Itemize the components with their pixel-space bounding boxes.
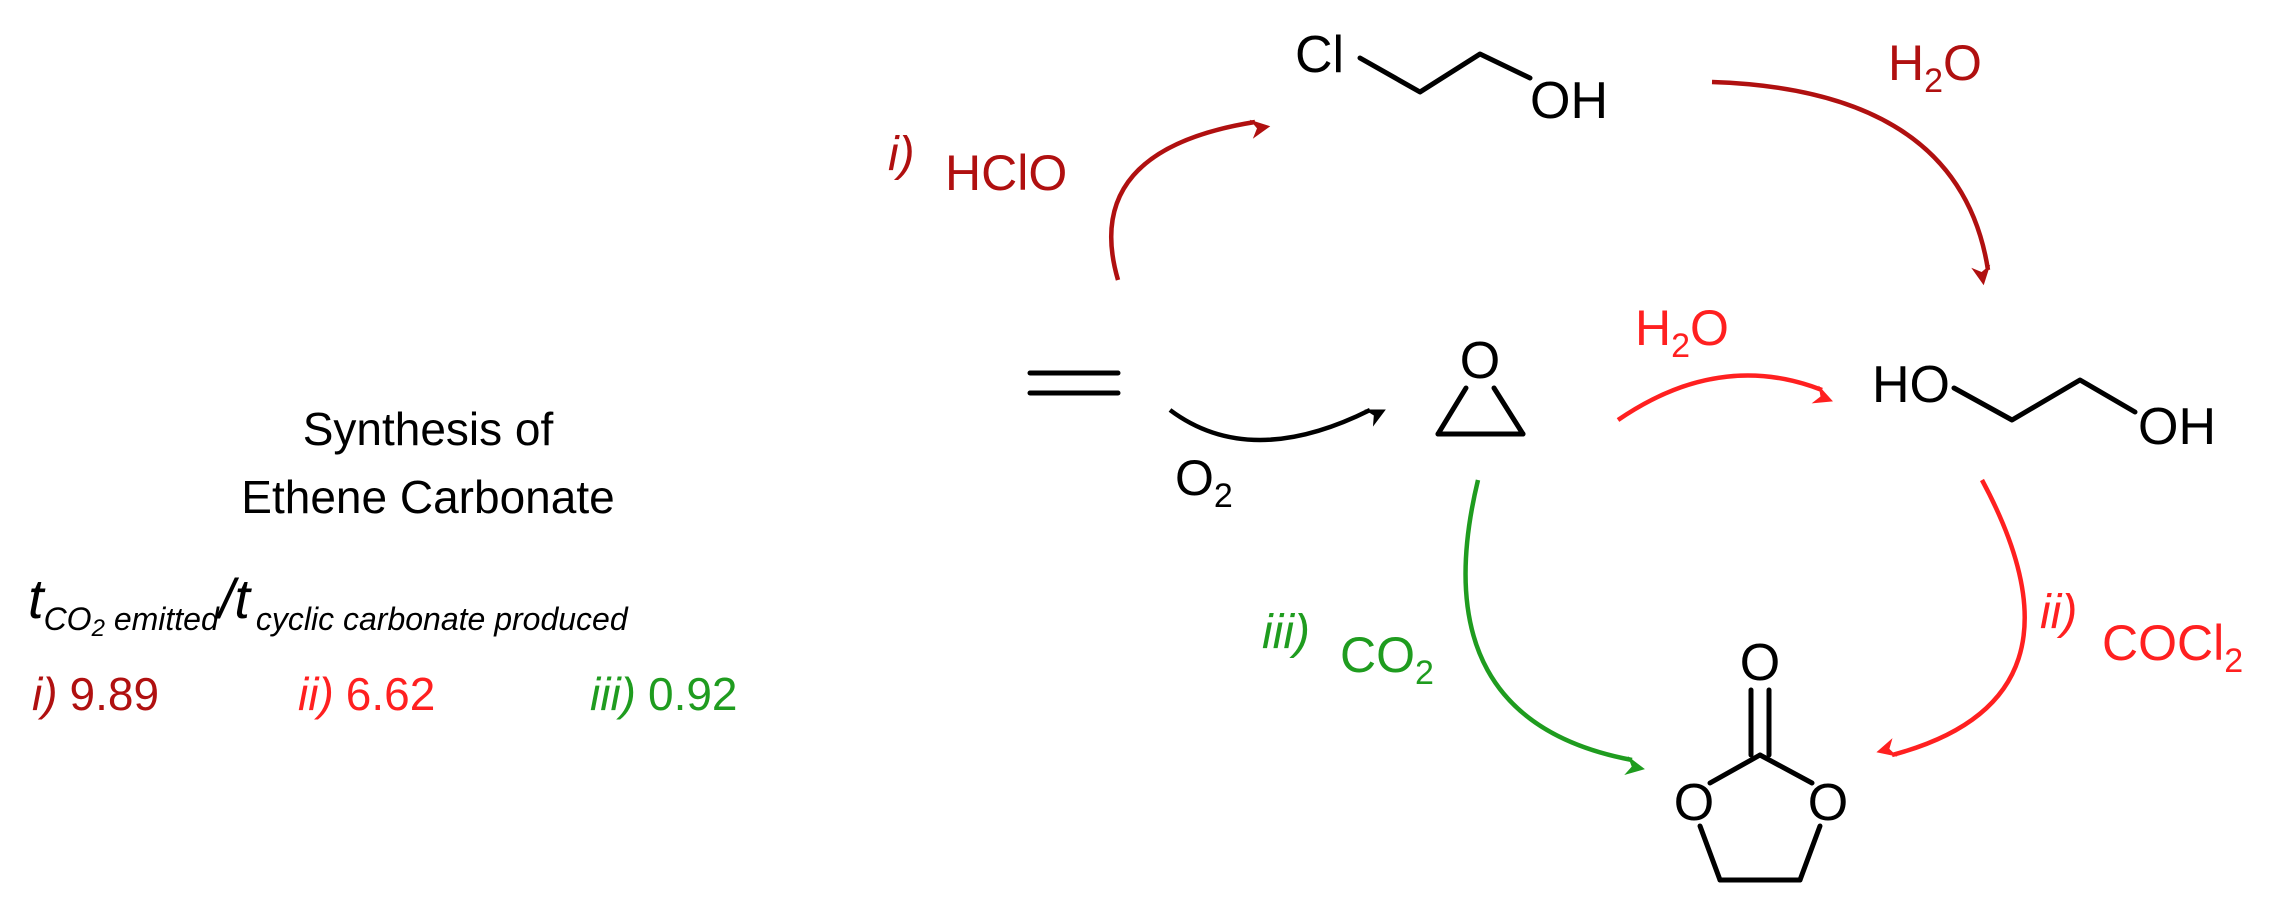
svg-text:i): i) [888, 128, 915, 181]
ethylene-oxide-molecule: O [1435, 332, 1526, 437]
chloroethanol-cl: Cl [1295, 26, 1344, 84]
svg-text:HClO: HClO [945, 145, 1067, 201]
svg-text:ii): ii) [2040, 586, 2077, 639]
ratio-t-numerator: t [28, 567, 46, 630]
epoxide-o: O [1460, 332, 1500, 390]
carbonate-o-right: O [1808, 774, 1848, 832]
reagent-h2o-top: H2O [1888, 35, 1982, 100]
svg-text:COCl2: COCl2 [2102, 615, 2243, 680]
carbonate-o-top: O [1740, 634, 1780, 692]
carbonate-o-left: O [1674, 774, 1714, 832]
glycol-ho: HO [1872, 356, 1950, 414]
reagent-cocl2: ii) COCl2 [2040, 586, 2243, 680]
svg-text:H2O: H2O [1635, 300, 1729, 365]
arrow-hydrolysis-chlorohydrin [1711, 79, 1991, 286]
glycol-oh: OH [2138, 398, 2216, 456]
ratio-sub-co-2: 2 [91, 615, 105, 642]
ratio-t-denominator: t [234, 567, 252, 630]
title-block: Synthesis of Ethene Carbonate [241, 403, 614, 523]
title-line-1: Synthesis of [303, 403, 554, 455]
arrow-hclo [1108, 119, 1271, 281]
reagent-o2: O2 [1175, 450, 1233, 515]
title-line-2: Ethene Carbonate [241, 471, 614, 523]
route-values: i)9.89 ii)6.62 iii)0.92 [32, 668, 738, 720]
route-iii-value: iii)0.92 [590, 668, 738, 720]
svg-text:H2O: H2O [1888, 35, 1982, 100]
chloroethanol-oh: OH [1530, 72, 1608, 130]
arrow-oxide-to-glycol [1616, 373, 1834, 422]
reagent-h2o-mid: H2O [1635, 300, 1729, 365]
reagent-co2: iii) CO2 [1262, 606, 1434, 692]
reagent-hclo: i) HClO [888, 128, 1067, 201]
route-i-value: i)9.89 [32, 668, 159, 720]
ratio-sub-produced: cyclic carbonate produced [256, 601, 629, 637]
svg-text:CO2: CO2 [1340, 627, 1434, 692]
svg-text:iii): iii) [1262, 606, 1310, 659]
ratio-sub-co: CO [44, 601, 92, 637]
route-ii-value: ii)6.62 [298, 668, 435, 720]
arrow-co2 [1463, 479, 1645, 776]
chloroethanol-molecule: Cl OH [1295, 26, 1608, 130]
ethylene-glycol-molecule: HO OH [1872, 356, 2216, 456]
ratio-sub-emitted: emitted [105, 601, 220, 637]
arrow-ethene-to-oxide [1168, 407, 1386, 443]
ethylene-carbonate-molecule: O O O [1674, 634, 1848, 883]
ethene-molecule [1027, 370, 1121, 396]
arrow-cocl2 [1876, 478, 2027, 758]
svg-text:O2: O2 [1175, 450, 1233, 515]
